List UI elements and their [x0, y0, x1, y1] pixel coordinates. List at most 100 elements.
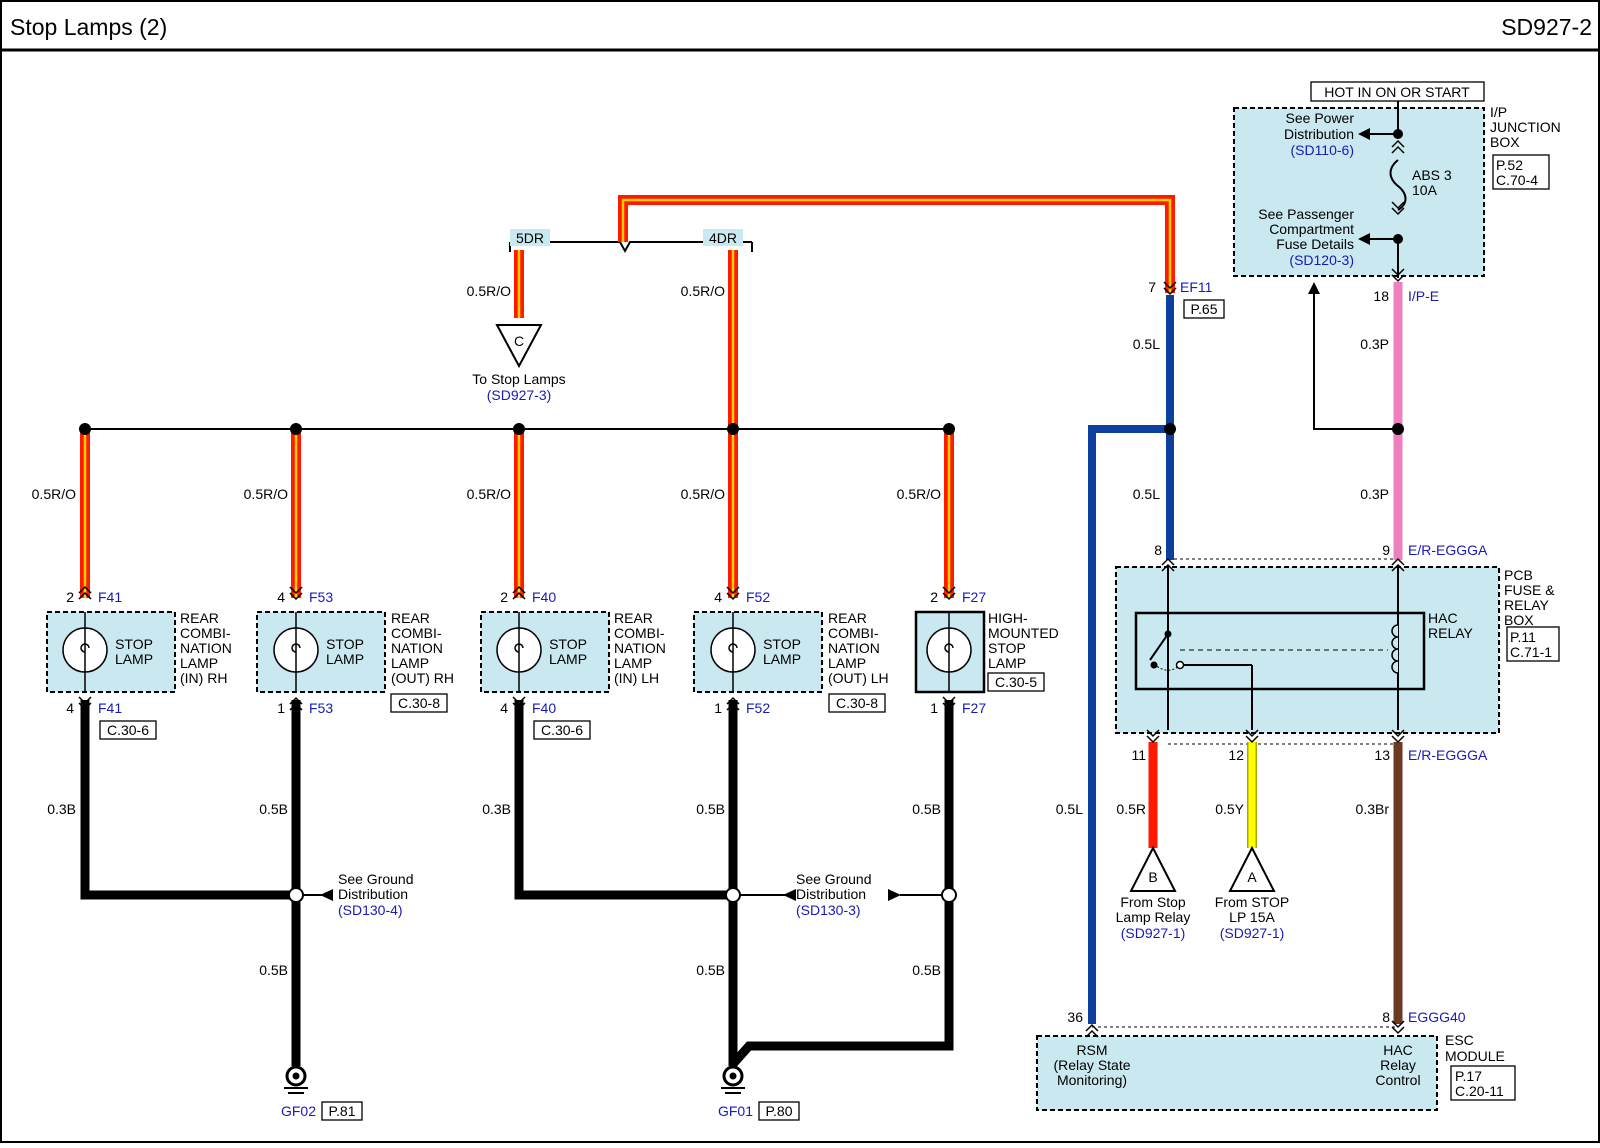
jb-name-3: BOX	[1490, 134, 1520, 150]
jb-name-2: JUNCTION	[1490, 119, 1561, 135]
lamp4-pin-bot: 1	[714, 700, 722, 716]
relay-coil-icon	[1391, 624, 1399, 674]
relay-name-1: HAC	[1428, 610, 1458, 626]
connector-b-ref[interactable]: (SD927-1)	[1121, 925, 1186, 941]
lamp3-name-4: LAMP	[614, 655, 652, 671]
wire-label-blue-1: 0.5L	[1133, 336, 1160, 352]
lamp1-name-4: LAMP	[180, 655, 218, 671]
pcb-ref-conn: C.71-1	[1510, 644, 1552, 660]
lamp4-lamp: LAMP	[763, 651, 801, 667]
pcb-pin11: 11	[1131, 747, 1146, 763]
see-pass-1: See Passenger	[1258, 206, 1354, 222]
pcb-conn-bot: E/R-EGGGA	[1408, 747, 1488, 763]
relay-name-2: RELAY	[1428, 625, 1474, 641]
jb-ref-conn: C.70-4	[1496, 172, 1538, 188]
esc-ref-conn: C.20-11	[1455, 1083, 1504, 1099]
lamp1-lamp: LAMP	[115, 651, 153, 667]
jb-conn: I/P-E	[1408, 288, 1439, 304]
connector-c-triangle	[495, 324, 543, 369]
wire-label-pink-2: 0.3P	[1360, 486, 1389, 502]
esc-pin8: 8	[1382, 1009, 1390, 1025]
splice-dots	[79, 129, 1404, 435]
wire-label-4dr: 0.5R/O	[681, 283, 725, 299]
lamp2-ref: C.30-8	[398, 695, 440, 711]
lamp4-name-5: (OUT) LH	[828, 670, 889, 686]
wire-label-c: 0.5R/O	[467, 283, 511, 299]
esc-rsm-2: (Relay State	[1053, 1057, 1130, 1073]
wire-label-brown: 0.3Br	[1356, 801, 1390, 817]
lamp4-ref: C.30-8	[836, 695, 878, 711]
wire-label-f41: 0.5R/O	[32, 486, 76, 502]
lamp2-conn-top: F53	[309, 589, 333, 605]
ef11-ref: P.65	[1191, 301, 1218, 317]
lamp4-conn-top: F52	[746, 589, 770, 605]
lamp5-name-2: MOUNTED	[988, 625, 1059, 641]
pcb-ref-page: P.11	[1510, 629, 1536, 645]
connector-c-label: To Stop Lamps	[472, 371, 565, 387]
pcb-name-4: BOX	[1504, 612, 1534, 628]
wire-label-gnd-f40: 0.3B	[482, 801, 511, 817]
lamp2-pin-top: 4	[277, 589, 285, 605]
wire-label-gf02: 0.5B	[259, 962, 288, 978]
pcb-name-2: FUSE &	[1504, 582, 1555, 598]
connector-a-ref[interactable]: (SD927-1)	[1220, 925, 1285, 941]
lamp1-conn-bot: F41	[98, 700, 122, 716]
lamp3-pin-top: 2	[500, 589, 508, 605]
lamp4-pin-top: 4	[714, 589, 722, 605]
ground-gf01-ref: P.80	[766, 1103, 793, 1119]
lamp5-name-3: STOP	[988, 640, 1026, 656]
lamp3-name-1: REAR	[614, 610, 653, 626]
lamp2-name-5: (OUT) RH	[391, 670, 454, 686]
wire-label-gnd-f53: 0.5B	[259, 801, 288, 817]
esc-module-box	[1036, 1035, 1438, 1111]
lamp-box-f40	[480, 611, 610, 693]
lamp2-pin-bot: 1	[277, 700, 285, 716]
jb-pin: 18	[1373, 288, 1389, 304]
lamp3-conn-bot: F40	[532, 700, 556, 716]
reference-boxes	[99, 81, 1560, 1121]
lamp2-conn-bot: F53	[309, 700, 333, 716]
esc-ref-page: P.17	[1455, 1068, 1482, 1084]
see-pass-ref[interactable]: (SD120-3)	[1289, 252, 1354, 268]
gnd-dist1-line2: Distribution	[338, 886, 408, 902]
see-power-ref[interactable]: (SD110-6)	[1290, 142, 1354, 158]
lamp4-stop: STOP	[763, 636, 801, 652]
wire-label-gnd-f41: 0.3B	[47, 801, 76, 817]
wire-label-blue-2: 0.5L	[1133, 486, 1160, 502]
lamp3-name-3: NATION	[614, 640, 666, 656]
connector-c-ref[interactable]: (SD927-3)	[487, 387, 552, 403]
esc-pin36: 36	[1067, 1009, 1083, 1025]
lamp3-lamp: LAMP	[549, 651, 587, 667]
lamp-filaments	[80, 612, 954, 692]
lamp1-name-5: (IN) RH	[180, 670, 227, 686]
junction-box	[1233, 107, 1485, 277]
esc-rsm-3: Monitoring)	[1057, 1072, 1127, 1088]
lamp2-name-1: REAR	[391, 610, 430, 626]
lamp3-conn-top: F40	[532, 589, 556, 605]
connector-a-letter: A	[1247, 869, 1257, 885]
pcb-pin13: 13	[1374, 747, 1390, 763]
lamp1-pin-bot: 4	[66, 700, 74, 716]
lamp3-ref: C.30-6	[541, 722, 583, 738]
lamp1-stop: STOP	[115, 636, 153, 652]
connector-b-triangle	[1129, 845, 1177, 892]
gnd-dist2-ref[interactable]: (SD130-3)	[796, 902, 861, 918]
wire-label-f52: 0.5R/O	[681, 486, 725, 502]
lamp4-conn-bot: F52	[746, 700, 770, 716]
lamp5-pin-bot: 1	[930, 700, 938, 716]
connector-a-label-1: From STOP	[1215, 894, 1289, 910]
lamp2-stop: STOP	[326, 636, 364, 652]
fuse-rating: 10A	[1412, 182, 1438, 198]
connector-c-letter: C	[514, 333, 524, 349]
lamp4-name-4: LAMP	[828, 655, 866, 671]
gnd-dist1-ref[interactable]: (SD130-4)	[338, 902, 403, 918]
lamp3-name-2: COMBI-	[614, 625, 665, 641]
lamp1-ref: C.30-6	[107, 722, 149, 738]
lamp4-name-2: COMBI-	[828, 625, 879, 641]
arrow-heads	[320, 128, 1370, 901]
esc-rsm-1: RSM	[1076, 1042, 1107, 1058]
wire-label-f27: 0.5R/O	[897, 486, 941, 502]
connector-b-label-2: Lamp Relay	[1116, 909, 1191, 925]
connector-b-label-1: From Stop	[1120, 894, 1186, 910]
wire-label-gf01-b: 0.5B	[912, 962, 941, 978]
